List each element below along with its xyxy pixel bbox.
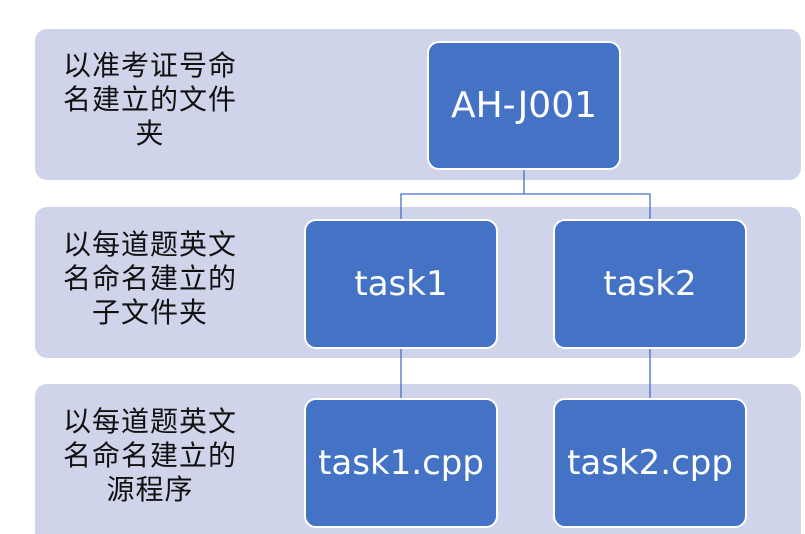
level-label-line: 夹: [135, 117, 165, 150]
level-label-folder: 以准考证号命名建立的文件夹: [55, 49, 245, 151]
level-label-source: 以每道题英文名命名建立的源程序: [55, 405, 245, 507]
node-task1-folder: task1: [304, 219, 498, 349]
level-label-line: 以每道题英文: [62, 405, 237, 438]
level-label-line: 名命名建立的: [62, 439, 237, 472]
level-label-line: 名建立的文件: [62, 83, 237, 116]
level-label-line: 以每道题英文: [62, 228, 237, 261]
level-band-folder: [35, 29, 801, 180]
level-label-line: 子文件夹: [91, 296, 208, 329]
level-label-line: 以准考证号命: [62, 49, 237, 82]
node-root-folder: AH-J001: [427, 41, 621, 170]
node-task1-source: task1.cpp: [304, 398, 498, 528]
level-label-subfolder: 以每道题英文名命名建立的子文件夹: [55, 228, 245, 330]
node-task2-source: task2.cpp: [553, 398, 747, 528]
level-label-line: 名命名建立的: [62, 262, 237, 295]
level-label-line: 源程序: [106, 473, 194, 506]
node-task2-folder: task2: [553, 219, 747, 349]
